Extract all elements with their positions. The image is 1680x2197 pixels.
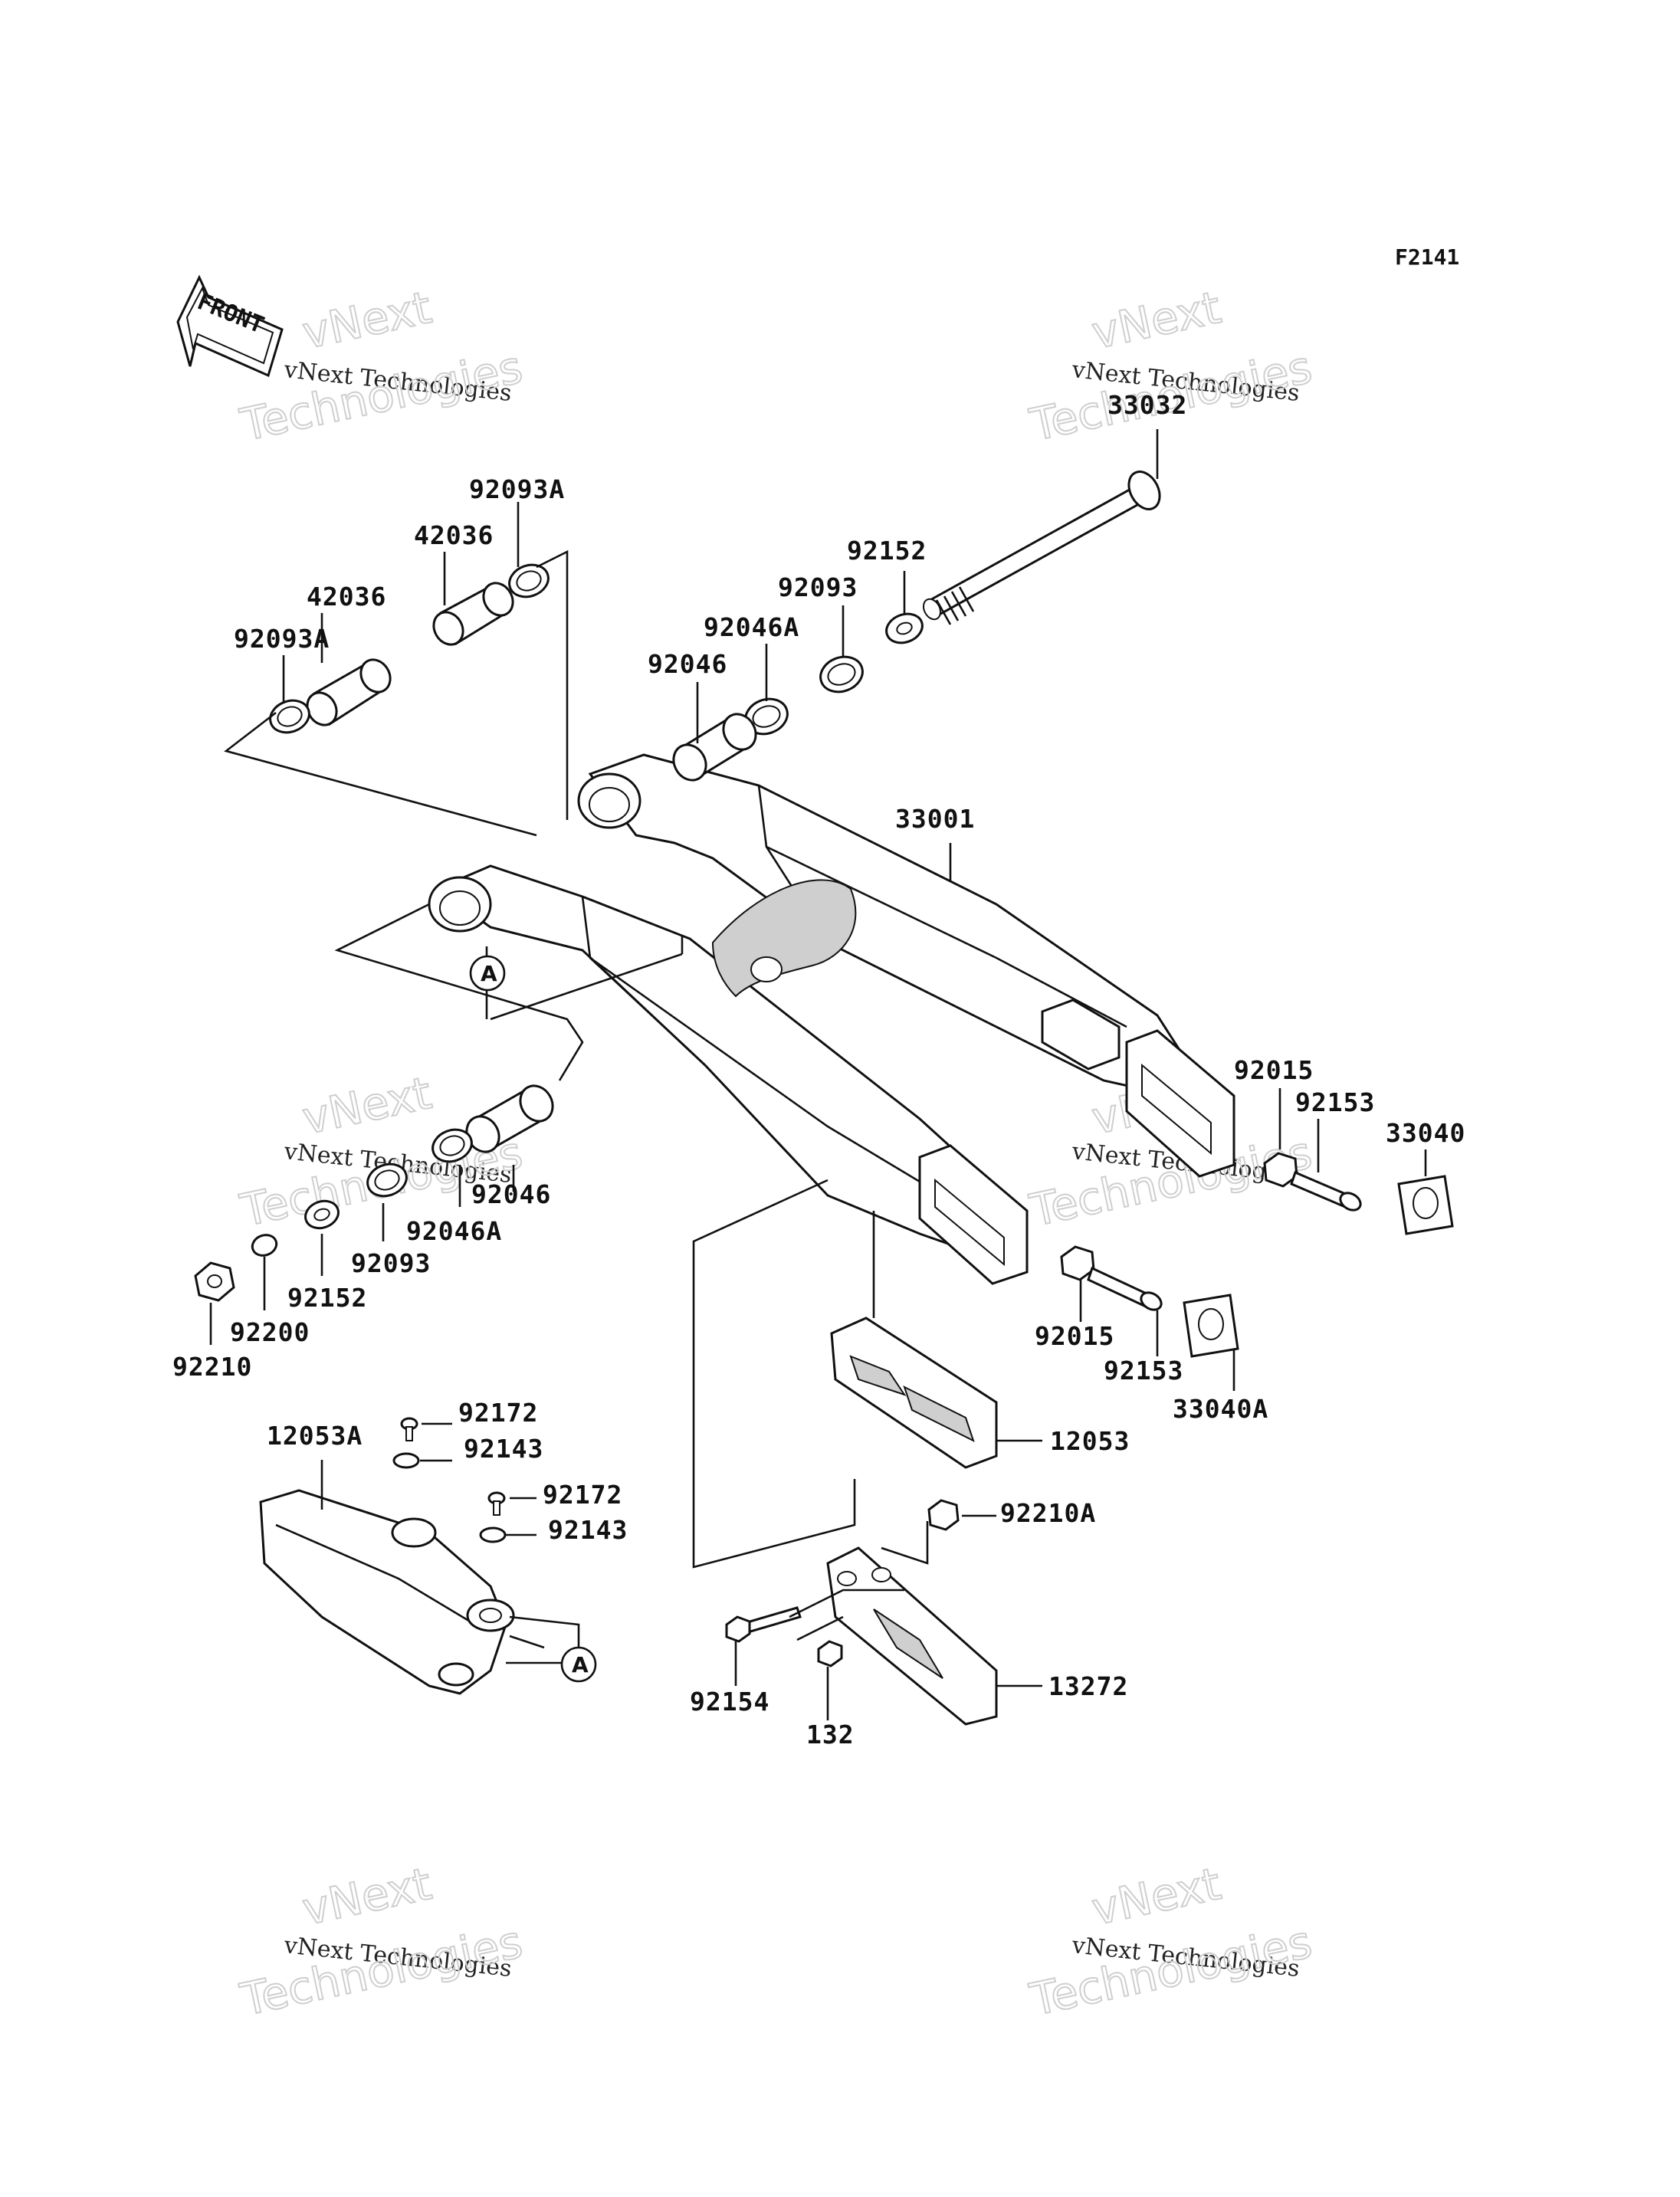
nut-92210A xyxy=(927,1499,960,1531)
part-label-92143-b: 92143 xyxy=(548,1515,628,1545)
watermark-line1: vNext xyxy=(1088,281,1226,359)
part-label-92046-left: 92046 xyxy=(471,1179,551,1209)
callout-a-upper-label: A xyxy=(481,961,497,986)
seal-92093-top xyxy=(819,655,864,694)
part-label-92046-top: 92046 xyxy=(648,649,727,679)
seal-92093A-top xyxy=(508,563,550,598)
washer-92200 xyxy=(251,1234,278,1257)
part-label-13272: 13272 xyxy=(1048,1671,1128,1701)
part-label-92152-top: 92152 xyxy=(847,536,927,566)
pivot-axle-33032 xyxy=(922,471,1161,625)
part-label-92210A: 92210A xyxy=(1000,1498,1096,1528)
part-label-132: 132 xyxy=(806,1720,855,1749)
washer-92143-b xyxy=(479,1526,507,1543)
watermark-line1: vNext xyxy=(298,1067,436,1145)
part-label-92093-top: 92093 xyxy=(778,572,858,602)
watermark-line3: Technologies xyxy=(236,341,527,451)
part-label-92153-lower: 92153 xyxy=(1104,1356,1183,1385)
part-label-92172-b: 92172 xyxy=(543,1480,622,1510)
part-label-92015-lower: 92015 xyxy=(1035,1321,1114,1351)
part-label-92015-right: 92015 xyxy=(1234,1055,1314,1085)
figure-code: F2141 xyxy=(1395,244,1459,270)
watermark-bottom-right: vNext vNext Technologies Technologies xyxy=(1025,1857,1317,2027)
adjuster-block-33040 xyxy=(1397,1175,1454,1235)
part-label-33040: 33040 xyxy=(1386,1118,1465,1148)
part-label-42036-top: 42036 xyxy=(414,520,494,550)
seal-92093-left xyxy=(366,1162,408,1198)
part-label-92143-a: 92143 xyxy=(464,1434,543,1464)
screw-92172-b xyxy=(487,1491,506,1516)
part-label-92172-a: 92172 xyxy=(458,1398,538,1428)
callout-a-upper: A xyxy=(469,955,506,992)
bolt-132 xyxy=(817,1640,843,1667)
nut-92210 xyxy=(194,1261,235,1302)
part-label-92152-left: 92152 xyxy=(287,1283,367,1313)
screw-92172-a xyxy=(400,1417,418,1441)
bolt-92154 xyxy=(725,1606,802,1643)
callout-a-lower: A xyxy=(560,1646,597,1683)
chain-guide-12053 xyxy=(830,1317,998,1469)
collar-42036-left xyxy=(306,658,392,726)
watermark-line3: Technologies xyxy=(236,1916,527,2026)
callout-a-lower-label: A xyxy=(572,1652,589,1677)
part-label-92093-left: 92093 xyxy=(351,1248,431,1278)
adjuster-block-33040A xyxy=(1183,1294,1239,1358)
part-label-12053A: 12053A xyxy=(267,1421,363,1451)
watermark-line1: vNext xyxy=(1088,1858,1226,1936)
part-label-92046A-left: 92046A xyxy=(406,1216,502,1246)
part-label-92153-right: 92153 xyxy=(1295,1087,1375,1117)
part-label-42036-left: 42036 xyxy=(307,582,386,612)
part-label-92200: 92200 xyxy=(230,1317,310,1347)
part-label-92046A-top: 92046A xyxy=(704,612,799,642)
bolt-92153-right xyxy=(1290,1170,1362,1212)
part-label-12053: 12053 xyxy=(1050,1426,1130,1456)
part-label-33040A: 33040A xyxy=(1173,1394,1268,1424)
collar-42036-top xyxy=(432,582,514,646)
part-label-92093A-left: 92093A xyxy=(234,624,330,654)
chain-slider-12053A xyxy=(259,1489,515,1695)
seal-92046A-top xyxy=(744,697,789,736)
watermark-top-left: vNext vNext Technologies Technologies xyxy=(235,280,528,452)
watermark-line3: Technologies xyxy=(1025,1916,1317,2026)
bolt-92153-lower xyxy=(1087,1266,1163,1311)
bearing-92046-top xyxy=(672,713,757,782)
washer-92152-top xyxy=(885,612,924,644)
part-label-92154: 92154 xyxy=(690,1687,769,1717)
watermark-line1: vNext xyxy=(298,281,436,359)
washer-92143-a xyxy=(392,1452,420,1469)
chain-guide-13272 xyxy=(826,1546,998,1726)
bearing-92046-left xyxy=(465,1084,554,1153)
washer-92152-left xyxy=(304,1199,340,1230)
seal-92093A-left xyxy=(269,699,310,734)
part-label-33032: 33032 xyxy=(1107,390,1187,420)
watermark-top-right: vNext vNext Technologies Technologies xyxy=(1025,280,1317,452)
seal-92046A-left xyxy=(431,1128,473,1163)
watermark-line1: vNext xyxy=(298,1858,436,1936)
watermark-bottom-left: vNext vNext Technologies Technologies xyxy=(235,1857,528,2027)
front-arrow-icon: FRONT xyxy=(176,274,284,378)
part-label-33001: 33001 xyxy=(895,804,975,834)
part-label-92210: 92210 xyxy=(172,1352,252,1382)
swingarm-33001 xyxy=(428,753,1235,1285)
part-label-92093A-top: 92093A xyxy=(469,474,565,504)
